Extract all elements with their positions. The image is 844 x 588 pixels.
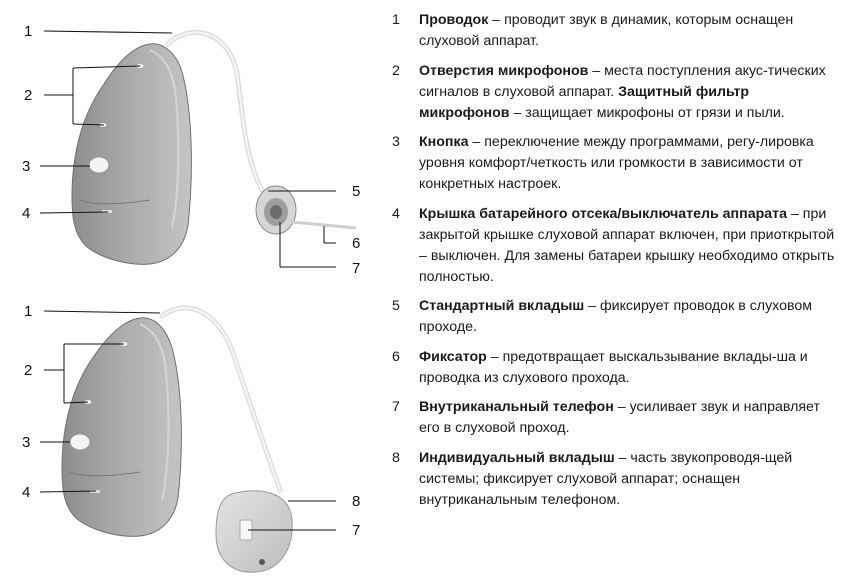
hearing-aid-diagram: 1 2 3 4 5 6 7 1 2 3 4 8 7	[22, 23, 360, 573]
callout-5-top: 5	[352, 183, 360, 200]
legend-desc: предотвращает выскальзывание вклады-ша и…	[419, 348, 808, 386]
legend-number: 4	[392, 205, 400, 222]
legend-desc: часть звукопроводя-щей системы; фиксируе…	[419, 449, 793, 508]
legend-item-7: 7 Внутриканальный телефон – усиливает зв…	[392, 397, 837, 439]
legend-item-4: 4 Крышка батарейного отсека/выключатель …	[392, 204, 837, 288]
standard-dome-icon	[255, 185, 357, 235]
legend-list: 1 Проводок – проводит звук в динамик, ко…	[392, 10, 837, 519]
callout-3-bottom: 3	[22, 434, 30, 451]
callout-7-top: 7	[352, 260, 360, 277]
legend-term: Крышка батарейного отсека/выключатель ап…	[419, 205, 787, 222]
custom-earmold-icon	[215, 490, 293, 573]
legend-number: 8	[392, 449, 400, 466]
legend-number: 5	[392, 298, 400, 314]
callout-2-top: 2	[24, 87, 32, 104]
legend-desc: переключение между программами, регу-лир…	[419, 134, 814, 192]
callout-7-bottom: 7	[352, 522, 360, 539]
legend-desc: места поступления акус-тических сигналов…	[419, 62, 826, 100]
legend-item-2: 2 Отверстия микрофонов – места поступлен…	[392, 61, 837, 124]
callout-1-top: 1	[24, 23, 32, 40]
legend-number: 2	[392, 62, 400, 79]
legend-number: 1	[392, 12, 400, 28]
callout-4-top: 4	[22, 205, 30, 222]
hearing-aid-bottom	[61, 305, 293, 573]
callout-2-bottom: 2	[24, 362, 32, 379]
device-body-top	[71, 43, 192, 265]
legend-term: Проводок	[419, 12, 489, 28]
legend-number: 3	[392, 134, 400, 150]
legend-item-6: 6 Фиксатор – предотвращает выскальзывани…	[392, 347, 837, 389]
legend-item-5: 5 Стандартный вкладыш – фиксирует провод…	[392, 296, 837, 338]
device-body-bottom	[61, 317, 182, 537]
callout-lines-top	[39, 30, 336, 268]
callout-8-bottom: 8	[352, 493, 360, 510]
callout-6-top: 6	[352, 235, 360, 252]
legend-term: Фиксатор	[419, 348, 487, 365]
legend-term: Отверстия микрофонов	[419, 62, 589, 79]
legend-desc: усиливает звук и направляет его в слухов…	[419, 399, 820, 436]
legend-desc: проводит звук в динамик, которым оснащен…	[419, 12, 794, 49]
legend-term-2: Защитный фильтр микрофонов	[419, 83, 750, 121]
legend-term: Индивидуальный вкладыш	[419, 449, 615, 466]
battery-door-mark	[102, 210, 112, 213]
legend-term: Кнопка	[419, 134, 469, 150]
legend-term: Стандартный вкладыш	[419, 298, 585, 314]
program-button-icon	[69, 433, 91, 451]
legend-item-1: 1 Проводок – проводит звук в динамик, ко…	[392, 10, 837, 52]
legend-term: Внутриканальный телефон	[419, 399, 614, 415]
callout-3-top: 3	[22, 158, 30, 175]
legend-item-3: 3 Кнопка – переключение между программам…	[392, 132, 837, 195]
program-button-icon	[88, 156, 110, 174]
legend-number: 7	[392, 399, 400, 415]
callout-4-bottom: 4	[22, 484, 30, 501]
callout-lines-bottom	[39, 310, 336, 531]
callout-1-bottom: 1	[24, 303, 32, 320]
legend-item-8: 8 Индивидуальный вкладыш – часть звукопр…	[392, 448, 837, 511]
legend-desc-2: защищает микрофоны от грязи и пыли.	[525, 104, 785, 121]
hearing-aid-top	[71, 29, 357, 265]
legend-desc: при закрытой крышке слуховой аппарат вкл…	[419, 205, 835, 285]
legend-desc: фиксирует проводок в слуховом проходе.	[419, 298, 813, 335]
legend-number: 6	[392, 348, 400, 365]
